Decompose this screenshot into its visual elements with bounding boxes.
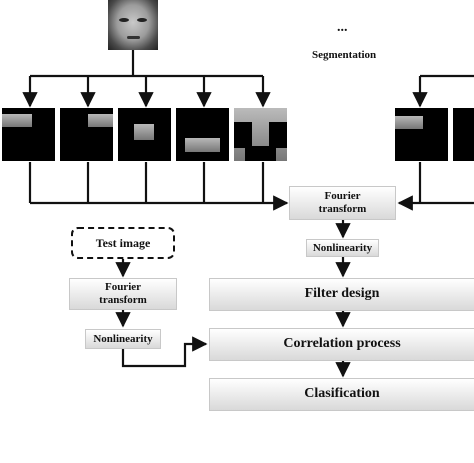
segment-mouth-icon [176,108,229,161]
nonlinearity-left-box: Nonlinearity [85,329,161,349]
filter-design-box: Filter design [209,278,474,311]
segmentation-label: Segmentation [312,49,377,61]
ellipsis-label: ... [337,20,348,35]
test-image-box: Test image [71,227,175,259]
correlation-process-box: Correlation process [209,328,474,361]
fourier-transform-top-box: Fourier transform [289,186,396,220]
segment-eye-right-icon [60,108,113,161]
segment-nose-icon [118,108,171,161]
segment-right-1-icon [395,108,448,161]
segment-right-2-icon [453,108,474,161]
nonlinearity-top-box: Nonlinearity [306,239,379,257]
fourier-transform-left-box: Fourier transform [69,278,177,310]
classification-box: Clasification [209,378,474,411]
segment-eye-left-icon [2,108,55,161]
segment-face-masked-icon [234,108,287,161]
arrow-to-correlation-left [121,336,208,368]
face-image-icon [108,0,158,50]
